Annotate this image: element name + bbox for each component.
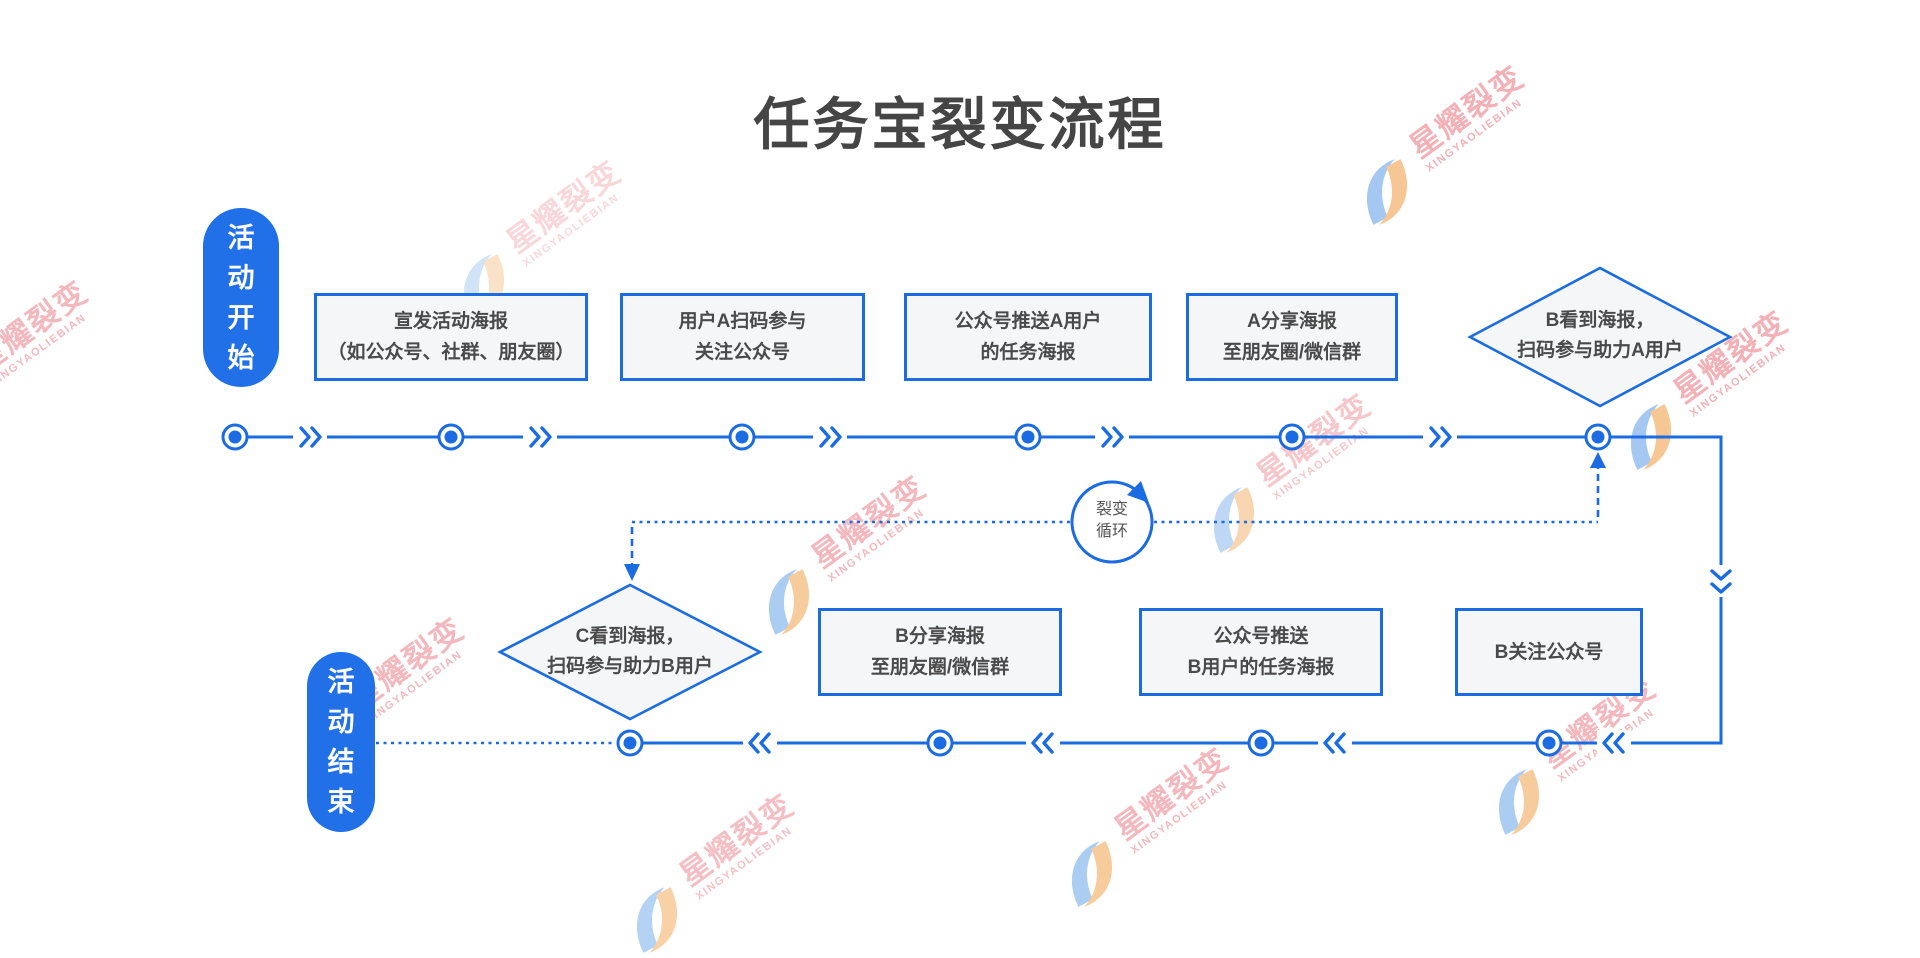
box-line: 的任务海报 bbox=[980, 342, 1076, 363]
arrow-up-icon bbox=[1590, 452, 1606, 468]
box-publish-poster: 宣发活动海报 （如公众号、社群、朋友圈） bbox=[314, 293, 588, 381]
box-push-b-poster: 公众号推送 B用户的任务海报 bbox=[1139, 608, 1383, 696]
flow-node bbox=[1584, 423, 1612, 451]
diamond-c-label: C看到海报， 扫码参与助力B用户 bbox=[508, 620, 752, 684]
pill-activity-end-label: 活动结束 bbox=[327, 667, 355, 817]
diamond-b-shape bbox=[1467, 266, 1733, 408]
box-user-a-scan: 用户A扫码参与 关注公众号 bbox=[620, 293, 865, 381]
flow-node bbox=[221, 423, 249, 451]
loop-line: 裂变 bbox=[1095, 501, 1128, 518]
chevron-right-icon bbox=[1423, 424, 1457, 450]
box-line: 宣发活动海报 bbox=[393, 311, 508, 332]
diamond-line: C看到海报， bbox=[575, 626, 685, 647]
box-line: 公众号推送 bbox=[1213, 626, 1309, 647]
chevron-right-icon bbox=[813, 424, 847, 450]
box-push-a-poster: 公众号推送A用户 的任务海报 bbox=[904, 293, 1152, 381]
box-line: 至朋友圈/微信群 bbox=[1222, 342, 1362, 363]
chevron-right-icon bbox=[1095, 424, 1129, 450]
flow-node bbox=[1247, 729, 1275, 757]
loop-line: 循环 bbox=[1095, 523, 1128, 540]
box-line: A分享海报 bbox=[1247, 311, 1337, 332]
box-line: 用户A扫码参与 bbox=[678, 311, 807, 332]
chevron-left-icon bbox=[1026, 730, 1060, 756]
loop-label: 裂变 循环 bbox=[1082, 499, 1142, 543]
flow-connectors bbox=[221, 266, 1737, 757]
box-line: B关注公众号 bbox=[1494, 641, 1604, 663]
chevron-left-icon bbox=[1597, 730, 1631, 756]
diamond-line: B看到海报， bbox=[1545, 310, 1655, 331]
flow-node bbox=[1278, 423, 1306, 451]
flow-node bbox=[1014, 423, 1042, 451]
pill-activity-start-label: 活动开始 bbox=[227, 222, 255, 373]
pill-activity-start: 活动开始 bbox=[203, 208, 279, 387]
page-title: 任务宝裂变流程 bbox=[753, 93, 1167, 156]
diamond-line: 扫码参与助力B用户 bbox=[547, 656, 713, 677]
fission-loop-line bbox=[624, 452, 1606, 581]
flow-node bbox=[728, 423, 756, 451]
main-flow-line bbox=[235, 435, 1723, 745]
diamond-line: 扫码参与助力A用户 bbox=[1517, 340, 1683, 361]
box-line: （如公众号、社群、朋友圈） bbox=[327, 342, 575, 363]
loop-arrow-icon bbox=[1127, 481, 1149, 503]
chevron-right-icon bbox=[523, 424, 557, 450]
box-line: 关注公众号 bbox=[694, 342, 790, 363]
diamond-b-label: B看到海报， 扫码参与助力A用户 bbox=[1478, 304, 1722, 368]
box-line: 至朋友圈/微信群 bbox=[870, 657, 1010, 678]
chevron-down-icon bbox=[1705, 565, 1737, 597]
box-line: B用户的任务海报 bbox=[1187, 657, 1335, 678]
arrow-down-icon bbox=[624, 564, 640, 581]
pill-activity-end: 活动结束 bbox=[307, 652, 375, 832]
loop-circle bbox=[1070, 480, 1154, 564]
chevron-right-icon bbox=[293, 424, 327, 450]
flow-node bbox=[1535, 729, 1563, 757]
flow-node bbox=[616, 729, 644, 757]
chevron-left-icon bbox=[1318, 730, 1352, 756]
box-a-share: A分享海报 至朋友圈/微信群 bbox=[1186, 293, 1398, 381]
box-line: 公众号推送A用户 bbox=[954, 311, 1102, 332]
diamond-c-shape bbox=[497, 583, 763, 721]
box-b-share: B分享海报 至朋友圈/微信群 bbox=[818, 608, 1062, 696]
flow-node bbox=[926, 729, 954, 757]
chevron-left-icon bbox=[743, 730, 777, 756]
flow-node bbox=[437, 423, 465, 451]
box-line: B分享海报 bbox=[895, 626, 985, 647]
box-b-follow: B关注公众号 bbox=[1455, 608, 1643, 696]
